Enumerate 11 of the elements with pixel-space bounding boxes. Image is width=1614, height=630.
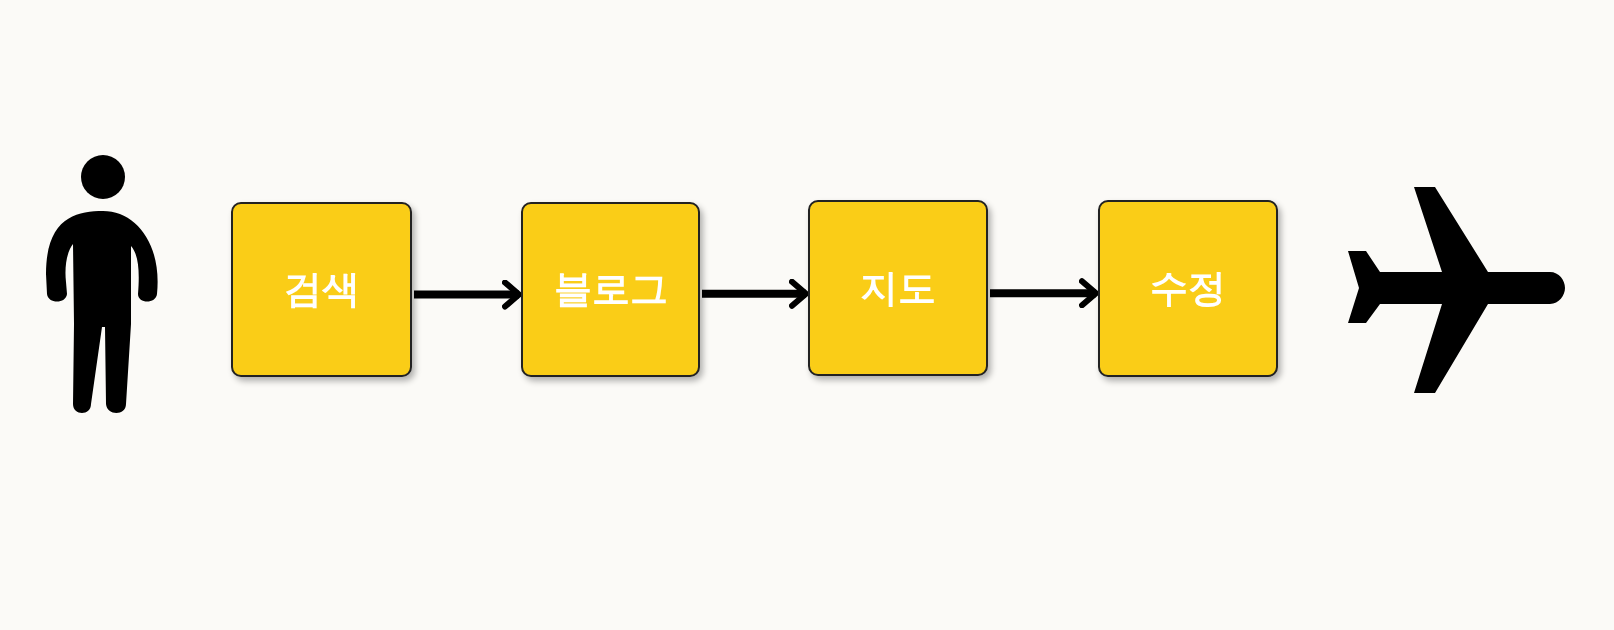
step-label: 블로그 xyxy=(553,266,668,313)
arrow xyxy=(702,278,809,309)
step-box xyxy=(521,202,700,377)
step-label: 지도 xyxy=(860,264,936,312)
step-box xyxy=(231,202,412,377)
step-box xyxy=(808,200,988,376)
step-label: 검색 xyxy=(283,266,360,313)
step-box xyxy=(1098,200,1278,377)
arrow xyxy=(414,279,522,310)
step-label: 수정 xyxy=(1150,265,1226,312)
arrow xyxy=(990,278,1099,309)
